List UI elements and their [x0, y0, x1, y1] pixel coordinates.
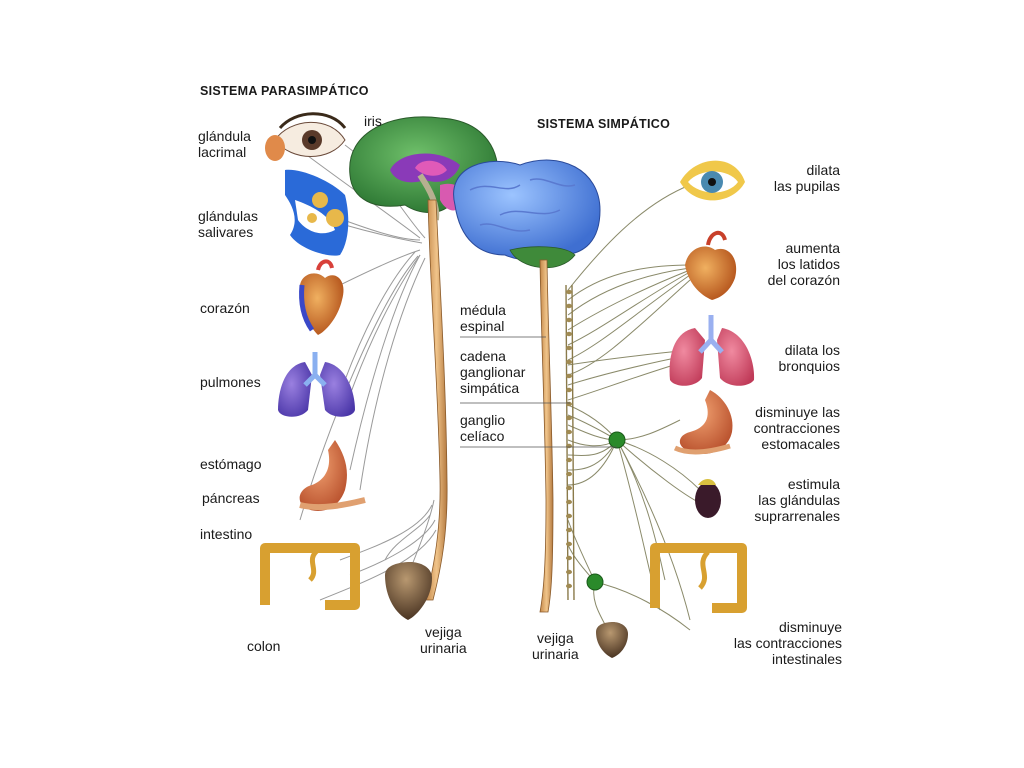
sympathetic-nerves	[567, 184, 706, 631]
label-left-bladder: vejiga urinaria	[420, 624, 467, 656]
celiac-ganglion	[608, 431, 626, 449]
adrenal-gland-icon	[695, 479, 721, 518]
left-eye-icon	[274, 112, 347, 157]
right-lungs-icon	[669, 315, 755, 386]
label-stomach: estómago	[200, 456, 262, 472]
label-salivary-glands: glándulas salivares	[198, 208, 258, 240]
chain-ganglion	[566, 415, 572, 421]
right-stomach-icon	[673, 390, 733, 455]
label-ganglion-chain: cadena ganglionar simpática	[460, 348, 526, 396]
label-lungs: pulmones	[200, 374, 261, 390]
chain-ganglion	[566, 359, 572, 365]
chain-ganglion	[566, 541, 572, 547]
lower-ganglion	[586, 573, 604, 591]
parasympathetic-title: SISTEMA PARASIMPÁTICO	[200, 84, 369, 98]
right-colon-icon	[650, 543, 747, 613]
label-intestinal-contractions: disminuye las contracciones intestinales	[733, 619, 842, 667]
chain-ganglion	[566, 555, 572, 561]
lacrimal-gland-icon	[265, 135, 285, 161]
chain-ganglion	[566, 401, 572, 407]
right-heart-icon	[685, 230, 737, 300]
chain-ganglion	[566, 499, 572, 505]
chain-ganglion	[566, 471, 572, 477]
chain-ganglion	[566, 583, 572, 589]
sympathetic-title: SISTEMA SIMPÁTICO	[537, 117, 671, 131]
salivary-glands-icon	[285, 169, 349, 256]
label-adrenal-glands: estimula las glándulas suprarrenales	[754, 476, 840, 524]
label-celiac-ganglion: ganglio celíaco	[460, 412, 506, 444]
label-stomach-contractions: disminuye las contracciones estomacales	[753, 404, 840, 452]
label-intestine: intestino	[200, 526, 253, 542]
label-dilate-pupils: dilata las pupilas	[773, 162, 840, 194]
label-iris: iris	[364, 113, 382, 129]
sympathetic-brain	[453, 159, 601, 269]
chain-ganglion	[566, 443, 572, 449]
right-bladder-icon	[596, 622, 628, 658]
center-label-leaders	[460, 336, 617, 448]
chain-ganglion	[566, 485, 572, 491]
chain-ganglion	[566, 569, 572, 575]
label-heart: corazón	[200, 300, 250, 316]
left-lungs-icon	[278, 352, 355, 417]
chain-ganglion	[566, 317, 572, 323]
chain-ganglion	[566, 457, 572, 463]
chain-ganglion	[566, 345, 572, 351]
label-dilate-bronchi: dilata los bronquios	[778, 342, 841, 374]
label-lacrimal-gland: glándula lacrimal	[198, 128, 251, 160]
chain-ganglion	[566, 303, 572, 309]
label-pancreas: páncreas	[202, 490, 260, 506]
label-right-bladder: vejiga urinaria	[532, 630, 579, 662]
chain-ganglion	[566, 513, 572, 519]
left-colon-icon	[260, 543, 360, 610]
chain-ganglion	[566, 429, 572, 435]
right-eye-icon	[680, 160, 745, 201]
parasympathetic-spinal-cord	[425, 199, 448, 601]
label-spinal-cord: médula espinal	[460, 302, 506, 334]
left-bladder-icon	[385, 562, 432, 620]
sympathetic-chain	[565, 284, 575, 601]
chain-ganglion	[566, 331, 572, 337]
chain-ganglion	[566, 373, 572, 379]
label-heartbeat: aumenta los latidos del corazón	[767, 240, 840, 288]
chain-ganglion	[566, 289, 572, 295]
chain-ganglia	[566, 289, 572, 589]
left-stomach-icon	[299, 440, 366, 511]
sympathetic-spinal-cord	[539, 259, 554, 613]
chain-ganglion	[566, 527, 572, 533]
chain-ganglion	[566, 387, 572, 393]
left-heart-icon	[299, 259, 344, 335]
label-colon: colon	[247, 638, 281, 654]
